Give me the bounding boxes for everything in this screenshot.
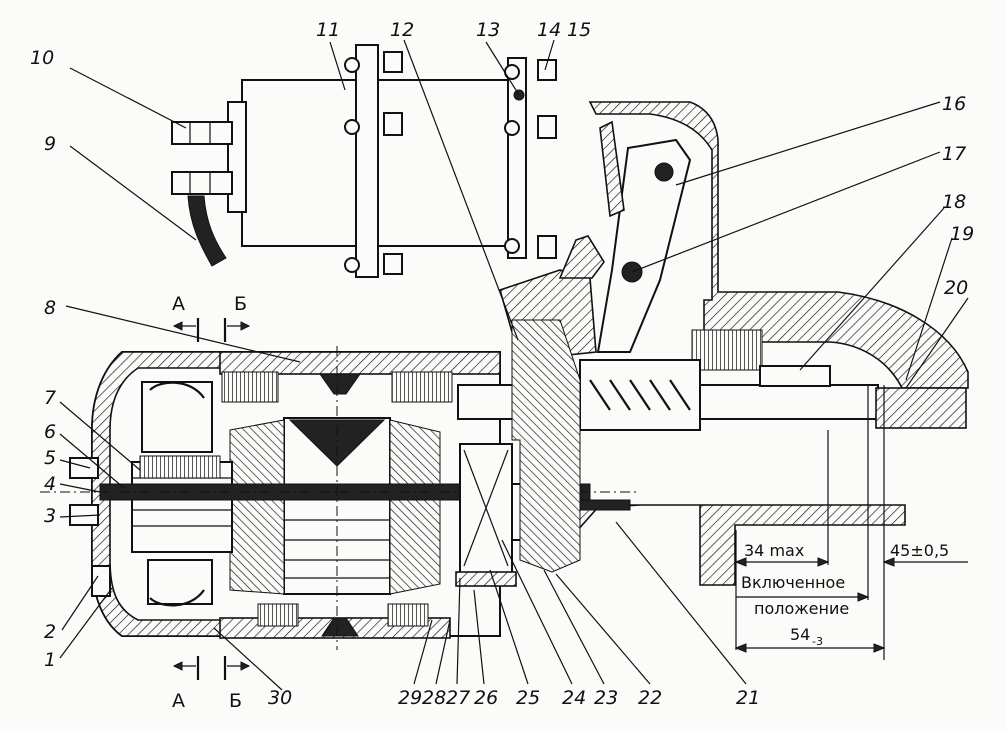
label-21: 21 — [736, 687, 760, 709]
label-18: 18 — [942, 191, 966, 213]
label-3: 3 — [44, 505, 56, 527]
dimensions: 34 max Включенное положение 54 -3 45±0,5 — [734, 385, 968, 660]
dim-overall-tolerance: -3 — [812, 635, 823, 648]
label-28: 28 — [422, 687, 446, 709]
label-22: 22 — [638, 687, 662, 709]
commutator — [131, 381, 233, 607]
label-12: 12 — [390, 19, 414, 41]
terminal-bolts — [171, 121, 233, 195]
label-23: 23 — [594, 687, 618, 709]
power-cable — [187, 195, 227, 267]
section-b-top: Б — [234, 293, 247, 315]
drive-lever — [596, 120, 692, 353]
label-13: 13 — [476, 19, 500, 41]
label-9: 9 — [44, 133, 56, 155]
end-cap-bolts — [69, 457, 111, 597]
label-29: 29 — [398, 687, 422, 709]
label-20: 20 — [944, 277, 968, 299]
dim-stroke-max: 34 max — [744, 541, 804, 560]
label-1: 1 — [44, 649, 56, 671]
section-a-top: А — [172, 293, 185, 315]
solenoid-bolts — [344, 51, 557, 275]
intermediate-support — [455, 319, 631, 587]
label-19: 19 — [950, 223, 974, 245]
label-7: 7 — [44, 387, 56, 409]
label-26: 26 — [474, 687, 498, 709]
dim-engaged-line1: Включенное — [741, 573, 845, 592]
label-25: 25 — [516, 687, 540, 709]
dim-gap: 45±0,5 — [890, 541, 949, 560]
label-2: 2 — [44, 621, 56, 643]
label-6: 6 — [44, 421, 56, 443]
section-marks: А Б А Б — [172, 293, 251, 712]
section-b-bottom: Б — [229, 690, 242, 712]
leader-lines — [59, 39, 969, 691]
dim-overall: 54 — [790, 625, 810, 644]
label-30: 30 — [268, 687, 292, 709]
section-a-bottom: А — [172, 690, 185, 712]
armature — [229, 417, 441, 595]
part-labels: 10 9 11 12 13 14 15 16 17 18 19 20 8 7 6… — [30, 19, 974, 709]
solenoid-relay — [171, 44, 557, 278]
label-10: 10 — [30, 47, 54, 69]
label-17: 17 — [942, 143, 966, 165]
label-14: 14 — [537, 19, 561, 41]
label-5: 5 — [44, 447, 56, 469]
label-11: 11 — [316, 19, 340, 41]
label-24: 24 — [562, 687, 586, 709]
label-15: 15 — [567, 19, 591, 41]
label-16: 16 — [942, 93, 966, 115]
label-4: 4 — [44, 473, 56, 495]
label-8: 8 — [44, 297, 56, 319]
dim-engaged-line2: положение — [754, 599, 849, 618]
label-27: 27 — [446, 687, 470, 709]
